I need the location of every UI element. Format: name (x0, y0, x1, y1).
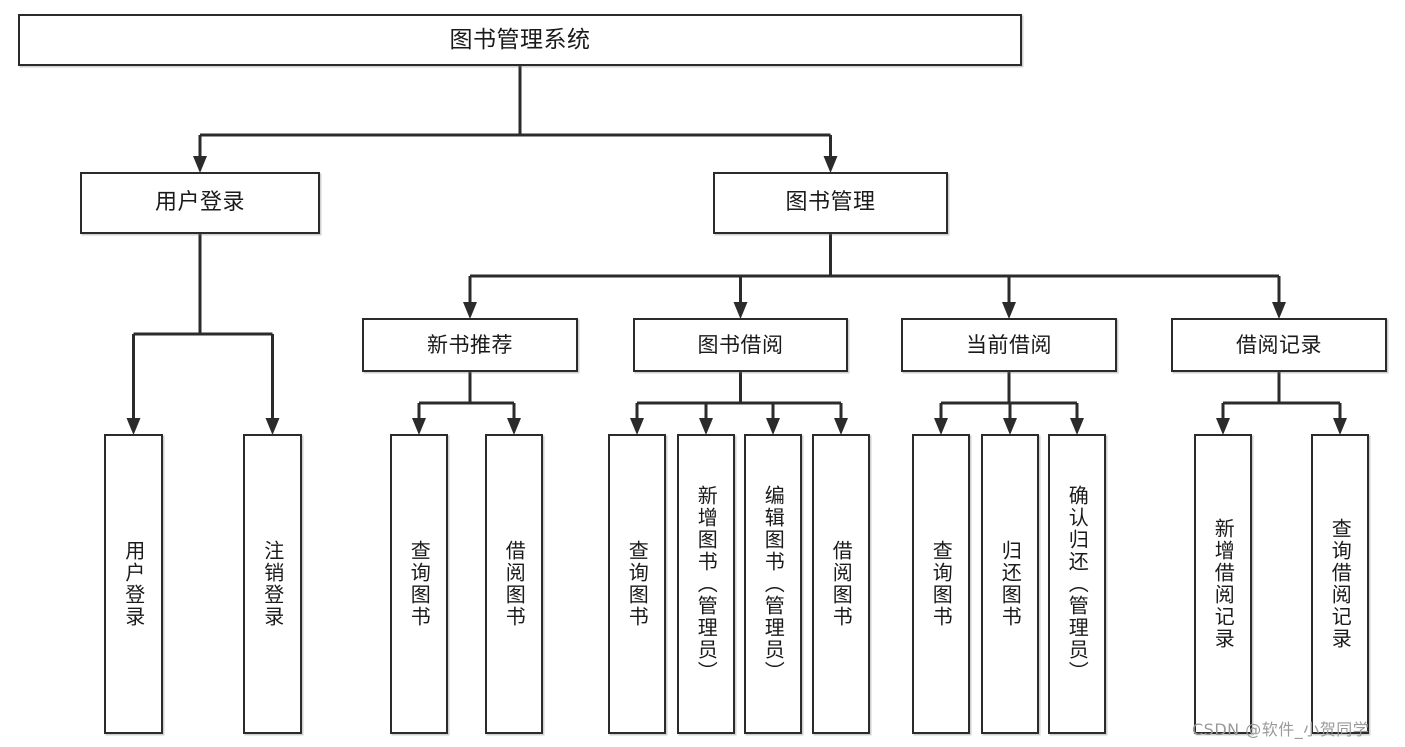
arrow-icon-leaf-bor-2 (699, 418, 713, 435)
node-leaf-login-2[interactable]: 注销登录 (243, 434, 302, 734)
arrow-icon-current (1002, 302, 1016, 319)
node-login[interactable]: 用户登录 (80, 172, 320, 234)
arrow-icon-leaf-rec-1 (1216, 418, 1230, 435)
node-leaf-new-1[interactable]: 查询图书 (390, 434, 448, 734)
node-leaf-new-2[interactable]: 借阅图书 (485, 434, 543, 734)
node-label: 图书管理 (785, 190, 876, 216)
node-label: 查询图书 (625, 540, 650, 628)
arrow-icon-borrow (733, 302, 748, 319)
node-borrow[interactable]: 图书借阅 (633, 318, 848, 372)
node-label: 用户登录 (154, 190, 245, 216)
arrow-icon-newbook (463, 302, 477, 319)
node-label: 借阅图书 (829, 540, 854, 628)
node-label: 编辑图书（管理员） (761, 485, 786, 683)
node-label: 新增借阅记录 (1211, 518, 1236, 650)
arrow-icon-leaf-cur-1 (934, 418, 948, 435)
node-leaf-bor-3[interactable]: 编辑图书（管理员） (744, 434, 802, 734)
node-label: 图书借阅 (697, 332, 784, 357)
node-label: 新增图书（管理员） (694, 485, 719, 683)
arrow-icon-bookmgmt (823, 156, 838, 173)
node-leaf-login-1[interactable]: 用户登录 (104, 434, 163, 734)
node-label: 归还图书 (998, 540, 1023, 628)
node-label: 借阅记录 (1236, 332, 1322, 357)
node-label: 查询图书 (407, 540, 432, 628)
node-leaf-cur-3[interactable]: 确认归还（管理员） (1048, 434, 1106, 734)
arrow-icon-leaf-new-2 (507, 418, 521, 435)
node-records[interactable]: 借阅记录 (1171, 318, 1387, 372)
arrow-icon-records (1272, 302, 1286, 319)
node-bookmgmt[interactable]: 图书管理 (713, 172, 948, 234)
arrow-icon-leaf-rec-2 (1333, 418, 1347, 435)
node-label: 确认归还（管理员） (1065, 485, 1090, 683)
node-leaf-rec-2[interactable]: 查询借阅记录 (1311, 434, 1369, 734)
watermark-text: CSDN @软件_小贺同学 (1192, 720, 1370, 739)
node-label: 注销登录 (260, 540, 285, 628)
arrow-icon-leaf-bor-1 (630, 418, 644, 435)
node-newbook[interactable]: 新书推荐 (362, 318, 578, 372)
node-label: 当前借阅 (966, 332, 1052, 357)
node-label: 借阅图书 (502, 540, 527, 628)
node-leaf-bor-4[interactable]: 借阅图书 (812, 434, 870, 734)
node-leaf-bor-2[interactable]: 新增图书（管理员） (677, 434, 735, 734)
node-leaf-bor-1[interactable]: 查询图书 (608, 434, 666, 734)
node-label: 查询借阅记录 (1328, 518, 1353, 650)
arrow-icon-leaf-login-1 (126, 418, 141, 435)
arrow-icon-leaf-cur-3 (1070, 418, 1084, 435)
node-label: 查询图书 (929, 540, 954, 628)
node-leaf-rec-1[interactable]: 新增借阅记录 (1194, 434, 1252, 734)
node-label: 新书推荐 (427, 332, 513, 357)
arrow-icon-login (193, 156, 207, 173)
node-root[interactable]: 图书管理系统 (18, 14, 1022, 66)
arrow-icon-leaf-login-2 (265, 418, 280, 435)
node-leaf-cur-1[interactable]: 查询图书 (912, 434, 970, 734)
arrow-icon-leaf-cur-2 (1003, 418, 1017, 435)
node-current[interactable]: 当前借阅 (901, 318, 1117, 372)
node-label: 用户登录 (121, 540, 146, 628)
arrow-icon-leaf-new-1 (412, 418, 426, 435)
arrow-icon-leaf-bor-3 (766, 418, 780, 435)
node-leaf-cur-2[interactable]: 归还图书 (981, 434, 1039, 734)
arrow-icon-leaf-bor-4 (834, 418, 848, 435)
node-label: 图书管理系统 (449, 26, 591, 53)
